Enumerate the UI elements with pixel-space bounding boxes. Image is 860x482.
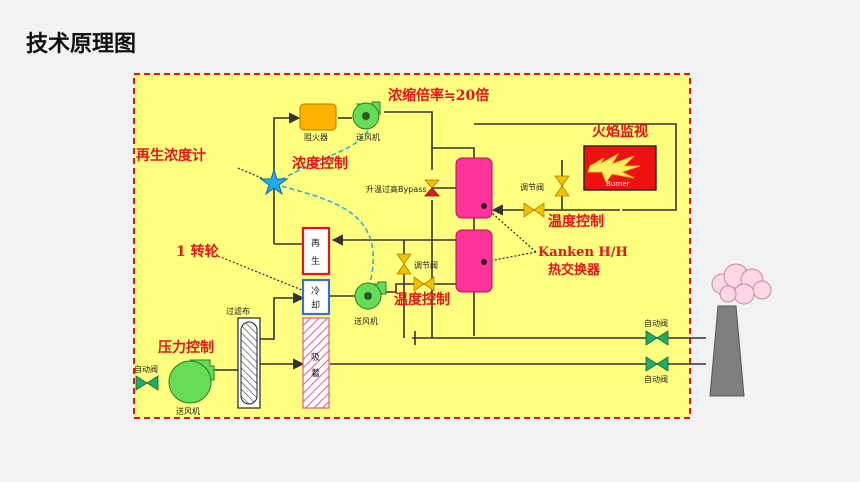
valve-icon xyxy=(396,253,412,275)
valve-icon xyxy=(424,179,440,197)
label-kanken-1: Kanken H/H xyxy=(538,245,628,260)
label-regen-1: 再 xyxy=(311,238,320,249)
valve-icon xyxy=(523,202,545,218)
flame-arrester xyxy=(299,103,337,131)
valve-icon xyxy=(413,276,435,292)
label-pressure-control: 压力控制 xyxy=(158,339,214,356)
heat-exchanger-upper xyxy=(455,157,493,219)
callout-lines xyxy=(217,167,537,291)
fan-icon xyxy=(352,101,381,130)
valve-icon xyxy=(554,175,570,197)
label-temp-control-mid: 温度控制 xyxy=(394,291,450,308)
label-conc-control: 浓度控制 xyxy=(292,155,348,172)
valve-icon xyxy=(645,330,669,346)
label-cool-2: 却 xyxy=(311,300,320,311)
label-flame-monitor: 火焰监视 xyxy=(592,123,648,140)
cool-section xyxy=(301,278,331,316)
label-filter: 过滤布 xyxy=(226,306,250,316)
label-arrester: 阻火器 xyxy=(304,133,328,142)
stack-icon xyxy=(709,305,745,397)
label-temp-control-right: 温度控制 xyxy=(548,213,604,230)
label-valve-mid: 调节阀 xyxy=(414,261,438,270)
label-fan-bottom: 送风机 xyxy=(176,406,200,416)
regen-section xyxy=(301,226,331,276)
label-bypass: 升温过高Bypass xyxy=(366,184,427,194)
label-kanken-2: 热交换器 xyxy=(548,262,601,278)
page-title: 技术原理图 xyxy=(26,32,137,57)
label-auto-valve-left: 自动阀 xyxy=(134,364,158,374)
valve-icon xyxy=(135,375,159,391)
label-concentration-ratio: 浓缩倍率≒20倍 xyxy=(388,87,489,104)
system-frame xyxy=(133,73,691,419)
heat-exchanger-lower xyxy=(455,229,493,293)
label-burner: Burner xyxy=(606,180,630,188)
label-fan-mid: 送风机 xyxy=(354,316,378,326)
star-sensor-icon xyxy=(259,168,289,196)
label-regen-conc-meter: 再生浓度计 xyxy=(136,147,206,164)
label-valve-right: 调节阀 xyxy=(520,183,544,192)
fan-icon xyxy=(354,281,387,310)
label-rotor: 1 转轮 xyxy=(176,243,219,260)
adsorb-section xyxy=(302,317,330,409)
label-regen-2: 生 xyxy=(311,255,320,267)
label-auto-valve-bottom: 自动阀 xyxy=(644,374,668,384)
burner-box xyxy=(583,145,657,191)
label-adsorb-2: 着 xyxy=(311,367,320,379)
fan-icon xyxy=(168,359,215,404)
flame-icon xyxy=(587,152,641,183)
label-cool-1: 冷 xyxy=(311,285,320,297)
smoke-cloud-icon xyxy=(711,263,772,305)
valve-icon xyxy=(645,356,669,372)
label-auto-valve-top: 自动阀 xyxy=(644,318,668,328)
label-fan-top: 送风机 xyxy=(356,132,380,142)
label-adsorb-1: 吸 xyxy=(311,352,320,363)
